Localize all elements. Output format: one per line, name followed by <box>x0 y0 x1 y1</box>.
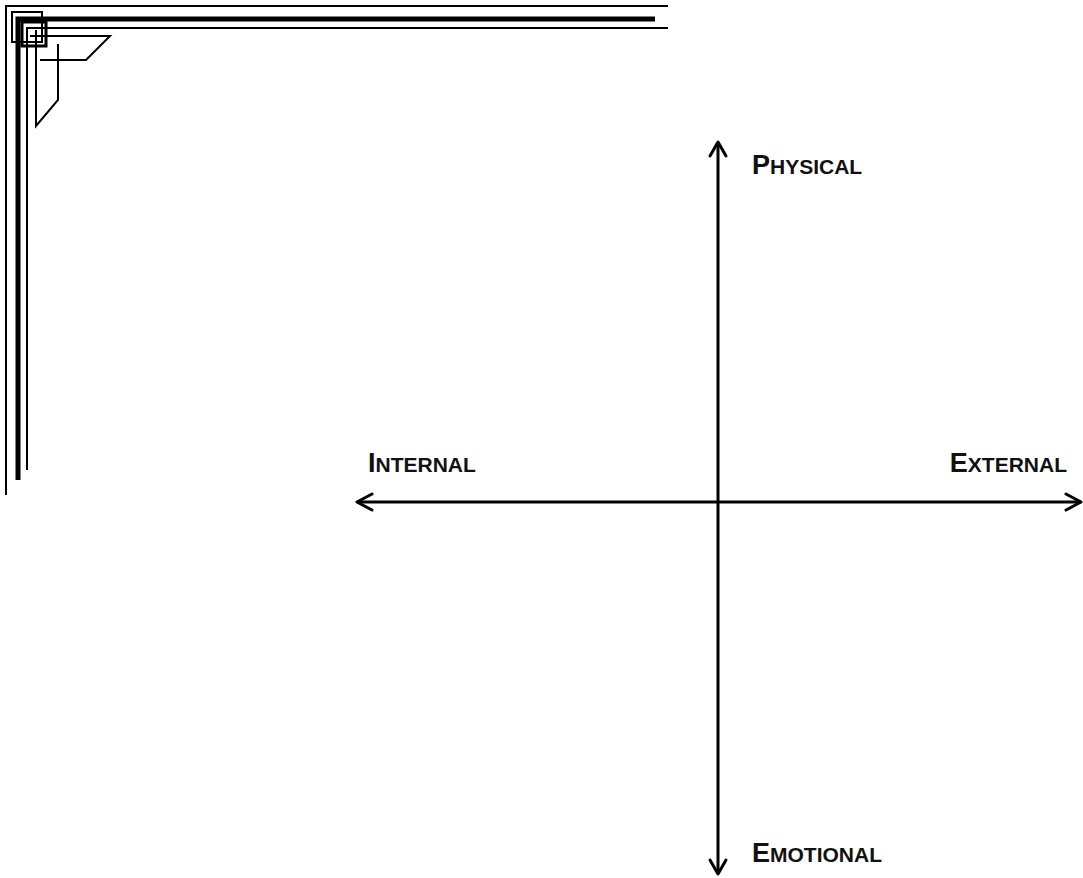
axis-label: EMOTIONAL <box>752 839 882 869</box>
corner-ornament <box>6 6 668 495</box>
arrowhead <box>1066 494 1081 510</box>
frame-line <box>6 6 668 495</box>
arrowhead <box>710 860 726 874</box>
frame-knot <box>12 12 42 42</box>
axis-label: EXTERNAL <box>950 449 1067 479</box>
axis-label: PHYSICAL <box>752 151 862 181</box>
vertical-axis <box>717 143 720 873</box>
axes <box>357 142 1081 874</box>
frame-knot <box>22 22 46 46</box>
axis-label: INTERNAL <box>368 449 476 479</box>
horizontal-axis <box>358 501 1080 504</box>
frame-line <box>27 28 668 470</box>
frame-triangle <box>30 36 110 60</box>
frame-line <box>18 19 655 480</box>
arrowhead <box>710 142 726 156</box>
frame-triangle <box>36 30 58 126</box>
arrowhead <box>357 494 372 510</box>
